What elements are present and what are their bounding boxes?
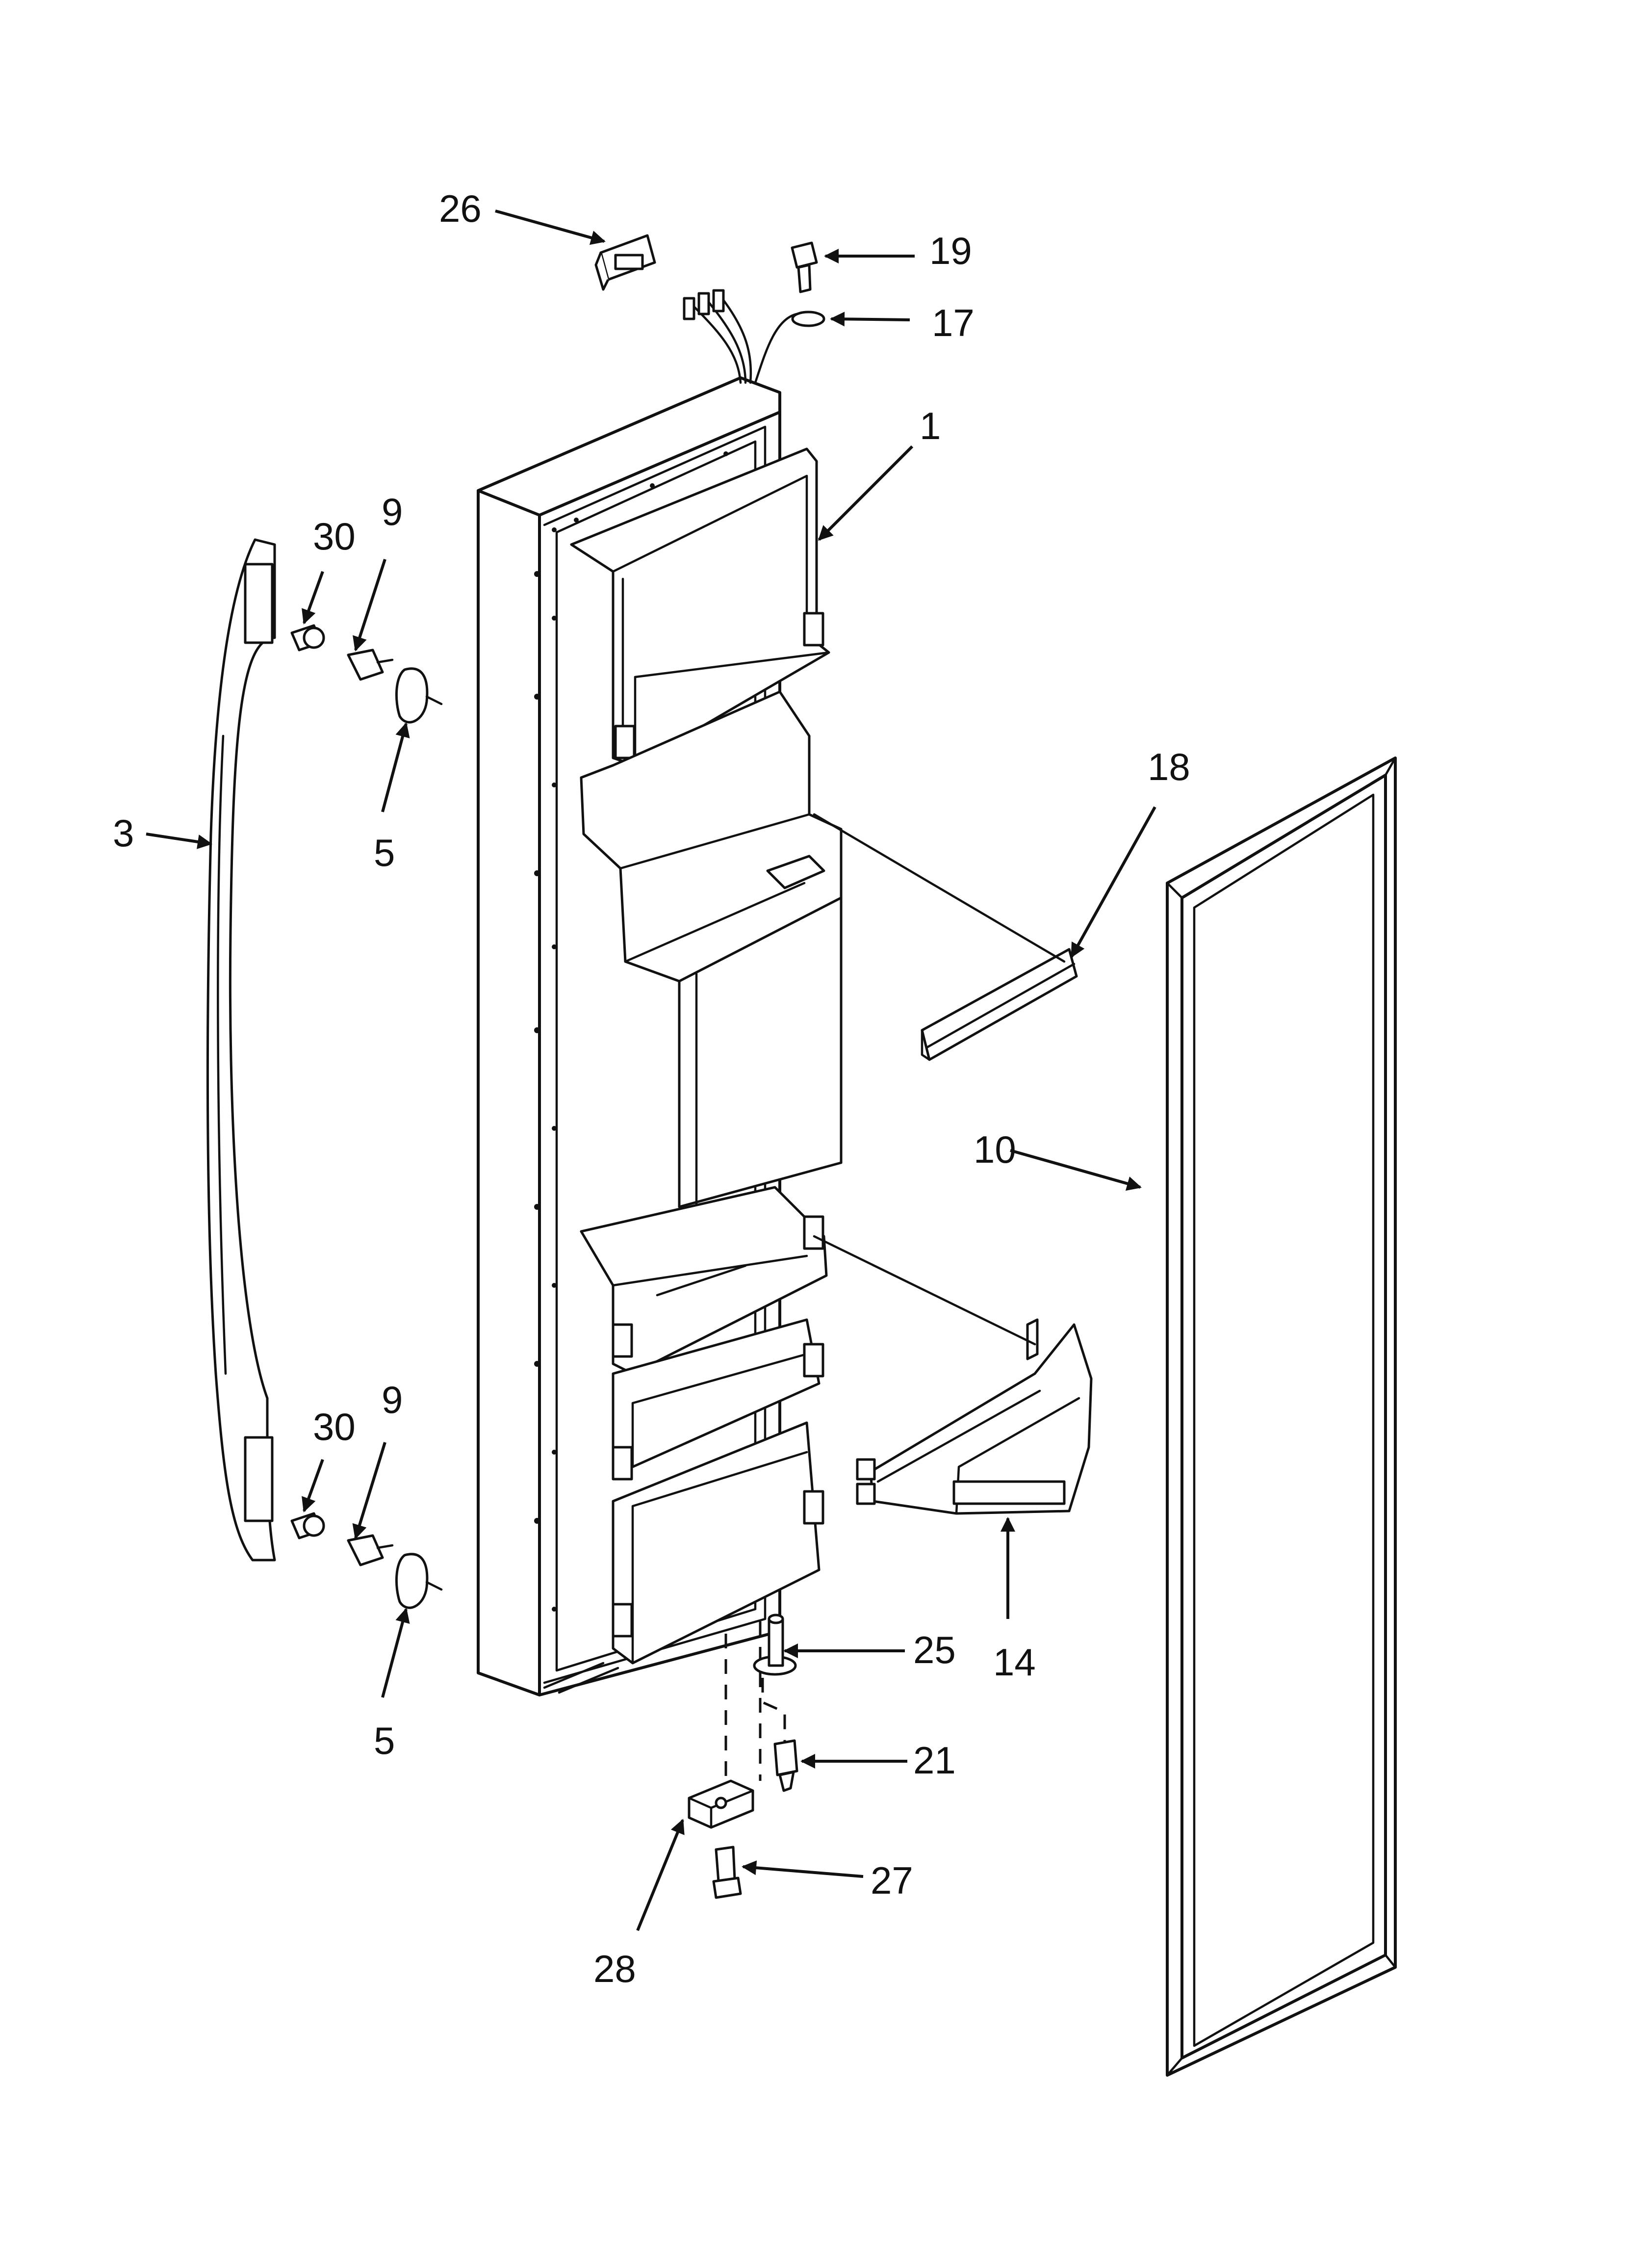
callout-17: 17 bbox=[932, 301, 975, 344]
callout-30-bottom: 30 bbox=[313, 1405, 356, 1448]
door-bin-14 bbox=[813, 1235, 1093, 1515]
screw-27 bbox=[712, 1846, 742, 1899]
callout-27: 27 bbox=[871, 1859, 913, 1902]
callout-3: 3 bbox=[113, 811, 134, 855]
callout-21: 21 bbox=[913, 1739, 956, 1782]
callout-5-top: 5 bbox=[374, 831, 395, 874]
door-gasket-10 bbox=[1166, 756, 1397, 2077]
flange-screw-holes bbox=[534, 451, 728, 1612]
callout-9-top: 9 bbox=[382, 490, 403, 533]
callout-10: 10 bbox=[974, 1128, 1016, 1171]
callout-26: 26 bbox=[439, 187, 482, 230]
connector-26 bbox=[594, 234, 656, 291]
callout-14: 14 bbox=[993, 1641, 1036, 1684]
hinge-block-28 bbox=[688, 1779, 754, 1829]
callout-9-bottom: 9 bbox=[382, 1378, 403, 1421]
callout-18: 18 bbox=[1148, 745, 1190, 788]
screw-21 bbox=[773, 1739, 798, 1792]
door-handle bbox=[206, 538, 276, 1562]
handle-fasteners-top bbox=[290, 624, 443, 724]
callout-28: 28 bbox=[593, 1947, 636, 1990]
callout-1: 1 bbox=[920, 404, 941, 447]
hinge-pin-25 bbox=[753, 1614, 797, 1676]
callout-labels: 26 19 17 1 30 9 3 5 18 10 30 9 14 25 5 2… bbox=[113, 187, 1190, 1990]
callout-19: 19 bbox=[929, 229, 972, 272]
screw-19 bbox=[791, 241, 818, 293]
leader-lines bbox=[146, 209, 1156, 1931]
handle-fasteners-bottom bbox=[290, 1512, 443, 1609]
callout-25: 25 bbox=[913, 1628, 956, 1671]
washer-17 bbox=[791, 311, 825, 327]
callout-5-bottom: 5 bbox=[374, 1719, 395, 1762]
trim-strip-18 bbox=[813, 813, 1078, 1061]
door-liner bbox=[477, 376, 843, 1696]
wire-harness bbox=[683, 289, 798, 384]
callout-30-top: 30 bbox=[313, 515, 356, 558]
